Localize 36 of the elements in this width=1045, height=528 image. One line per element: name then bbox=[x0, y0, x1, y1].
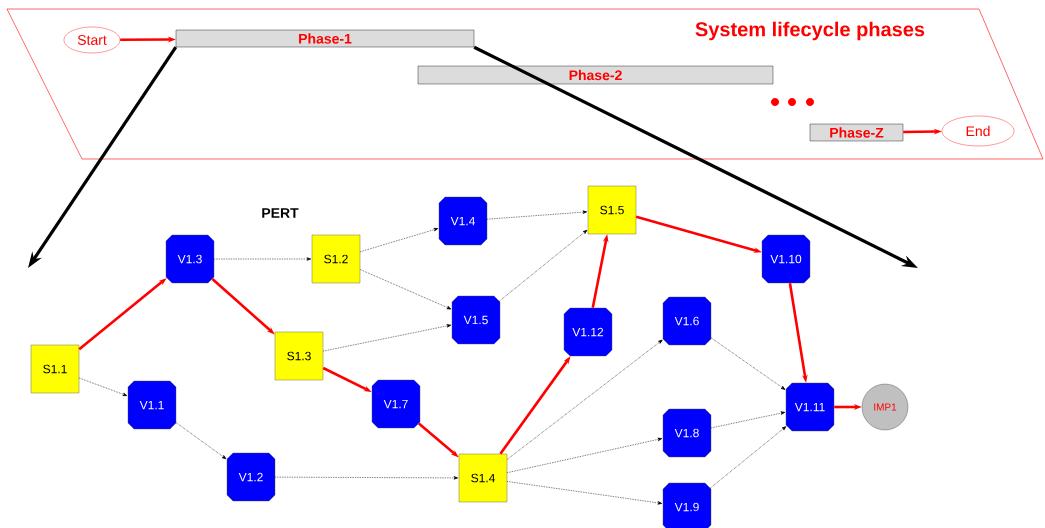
milestone-box: S1.3 bbox=[274, 331, 324, 381]
task-box: V1.1 bbox=[127, 380, 177, 430]
task-box: V1.10 bbox=[761, 234, 811, 284]
phase-bar: Phase-1 bbox=[175, 29, 475, 48]
arrow bbox=[499, 229, 588, 302]
arrow bbox=[175, 422, 227, 460]
arrow bbox=[359, 228, 439, 253]
arrow bbox=[486, 210, 588, 220]
phase-bar: Phase-Z bbox=[809, 123, 904, 142]
arrow bbox=[359, 269, 452, 310]
arrow bbox=[506, 339, 663, 460]
arrow bbox=[322, 324, 452, 352]
task-box: V1.8 bbox=[662, 408, 712, 458]
task-box: V1.2 bbox=[226, 452, 276, 502]
arrow bbox=[506, 481, 663, 505]
arrow bbox=[506, 437, 663, 474]
arrow bbox=[274, 476, 459, 480]
task-box: V1.3 bbox=[165, 234, 215, 284]
arrow bbox=[710, 337, 786, 390]
milestone-box: S1.1 bbox=[30, 344, 80, 394]
task-box: V1.12 bbox=[563, 307, 613, 357]
task-box: V1.5 bbox=[451, 295, 501, 345]
diagram-label: PERT bbox=[262, 208, 299, 218]
task-box: V1.11 bbox=[785, 382, 835, 432]
milestone-box: S1.5 bbox=[587, 185, 637, 235]
arrow bbox=[710, 411, 786, 429]
phase-bar: Phase-2 bbox=[417, 65, 774, 85]
task-box: V1.7 bbox=[371, 379, 421, 429]
milestone-box: S1.4 bbox=[458, 453, 508, 503]
task-box: V1.6 bbox=[662, 296, 712, 346]
milestone-box: S1.2 bbox=[311, 234, 361, 284]
task-box: V1.4 bbox=[438, 196, 488, 246]
arrow bbox=[710, 426, 787, 489]
task-box: V1.9 bbox=[662, 482, 712, 528]
arrow bbox=[78, 377, 128, 396]
arrow bbox=[213, 257, 312, 261]
